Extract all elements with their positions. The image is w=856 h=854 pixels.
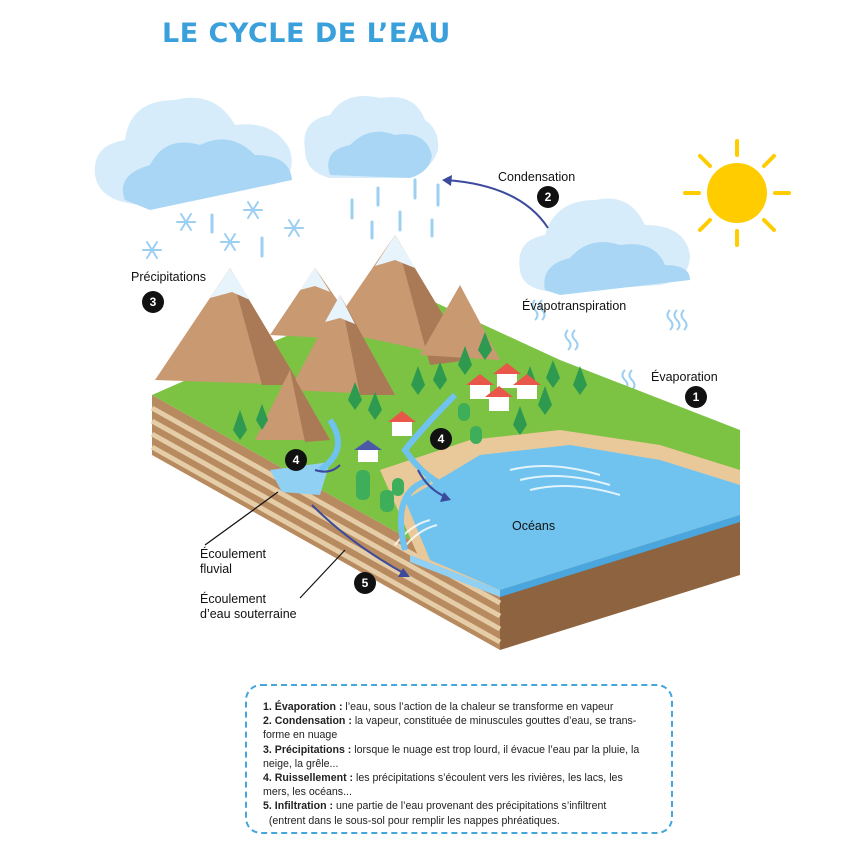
condensation-arrow: [444, 179, 549, 229]
badge-3: 3: [142, 291, 164, 313]
legend-item-precipitations: 3. Précipitations : lorsque le nuage est…: [263, 743, 640, 756]
cloud-left-icon: [94, 97, 293, 210]
label-precipitations: Précipitations: [131, 270, 207, 284]
label-ecoulement-souterrain: Écoulement d’eau souterraine: [200, 592, 297, 622]
label-evapotranspiration: Évapotranspiration: [522, 299, 627, 313]
leader-fluvial: [204, 491, 279, 546]
legend-item-precipitations-cont: neige, la grêle...: [263, 757, 339, 770]
badge-2: 2: [537, 186, 559, 208]
cloud-middle-icon: [304, 96, 439, 178]
label-ecoulement-fluvial-line1: Écoulement: [200, 547, 267, 561]
badge-4-left: 4: [285, 449, 307, 471]
legend-item-condensation-cont: forme en nuage: [263, 729, 338, 742]
badge-5: 5: [354, 572, 376, 594]
snowflake-icons: [142, 201, 304, 259]
legend-item-infiltration: 5. Infiltration : une partie de l’eau pr…: [263, 800, 607, 813]
legend-item-ruissellement-cont: mers, les océans...: [263, 786, 352, 799]
legend-item-condensation: 2. Condensation : la vapeur, constituée …: [263, 715, 637, 728]
label-ecoulement-souterrain-line1: Écoulement: [200, 592, 267, 606]
legend-item-infiltration-cont: (entrent dans le sous-sol pour remplir l…: [263, 814, 560, 827]
houses: [354, 363, 541, 462]
page-title: LE CYCLE DE L’EAU: [162, 18, 451, 49]
badge-1: 1: [685, 386, 707, 408]
label-ecoulement-souterrain-line2: d’eau souterraine: [200, 607, 297, 621]
legend-box: 1. Évaporation : l’eau, sous l’action de…: [245, 684, 673, 834]
badge-4-right: 4: [430, 428, 452, 450]
leader-souterrain: [299, 549, 346, 599]
label-ecoulement-fluvial-line2: fluvial: [200, 562, 232, 576]
label-condensation: Condensation: [498, 170, 576, 184]
rain-icon: [210, 178, 440, 258]
round-trees: [356, 403, 482, 512]
label-ecoulement-fluvial: Écoulement fluvial: [200, 547, 266, 577]
cloud-right-icon: [519, 198, 690, 295]
label-oceans: Océans: [512, 519, 556, 533]
rivers: [318, 392, 458, 551]
ocean-surface: [405, 445, 740, 590]
legend-item-ruissellement: 4. Ruissellement : les précipitations s’…: [263, 772, 623, 785]
legend-item-evaporation: 1. Évaporation : l’eau, sous l’action de…: [263, 701, 614, 713]
mountains: [155, 235, 500, 442]
label-evaporation: Évaporation: [651, 370, 718, 384]
sun-icon: [683, 139, 791, 247]
